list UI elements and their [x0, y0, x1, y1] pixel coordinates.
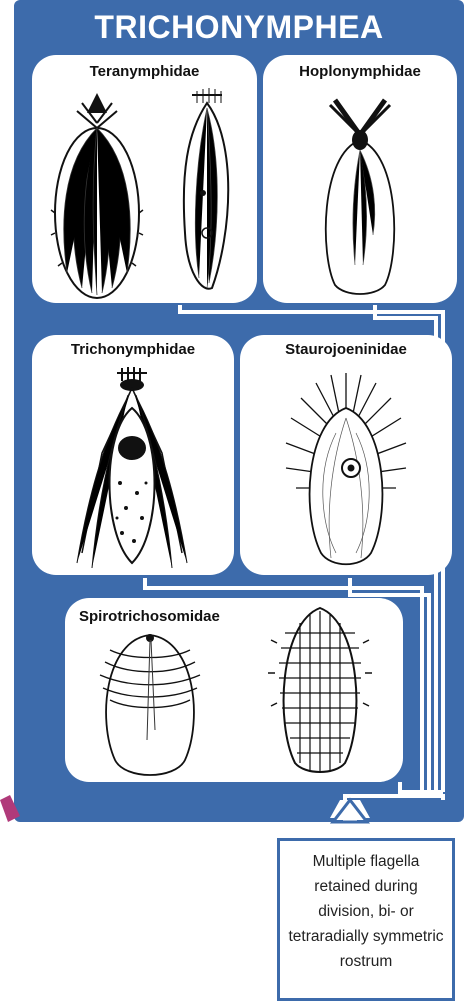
trait-note-box: Multiple flagella retained during divisi… — [277, 838, 455, 1001]
spirotrichosomidae-cell-2-illustration — [265, 603, 375, 778]
teranymphidae-cell-1-illustration — [42, 83, 152, 303]
card-teranymphidae: Teranymphidae — [32, 55, 257, 303]
card-staurojoeninidae: Staurojoeninidae — [240, 335, 452, 575]
label-teranymphidae: Teranymphidae — [32, 63, 257, 80]
hoplonymphidae-cell-illustration — [305, 85, 415, 300]
label-hoplonymphidae: Hoplonymphidae — [263, 63, 457, 80]
edge-marker — [0, 795, 20, 822]
card-trichonymphidae: Trichonymphidae — [32, 335, 234, 575]
spirotrichosomidae-cell-1-illustration — [85, 620, 215, 780]
card-hoplonymphidae: Hoplonymphidae — [263, 55, 457, 303]
teranymphidae-cell-2-illustration — [167, 83, 247, 303]
label-staurojoeninidae: Staurojoeninidae — [240, 341, 452, 358]
trait-note-text: Multiple flagella retained during divisi… — [286, 849, 446, 974]
trichonymphidae-cell-illustration — [62, 363, 202, 573]
label-trichonymphidae: Trichonymphidae — [32, 341, 234, 358]
card-spirotrichosomidae: Spirotrichosomidae — [65, 598, 403, 782]
staurojoeninidae-cell-illustration — [276, 363, 416, 573]
